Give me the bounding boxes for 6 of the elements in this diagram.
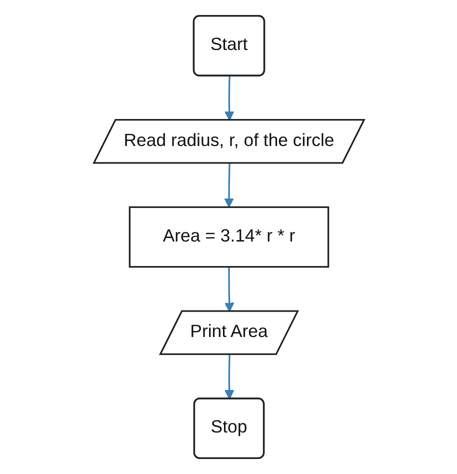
arrow	[224, 163, 234, 208]
arrow	[224, 266, 234, 312]
node-box	[128, 206, 329, 268]
flowchart: Start Read radius, r, of the circle Area = 3.14* r * r Print Area Stop	[8, 7, 448, 467]
arrow	[224, 354, 234, 400]
arrow	[224, 76, 234, 121]
